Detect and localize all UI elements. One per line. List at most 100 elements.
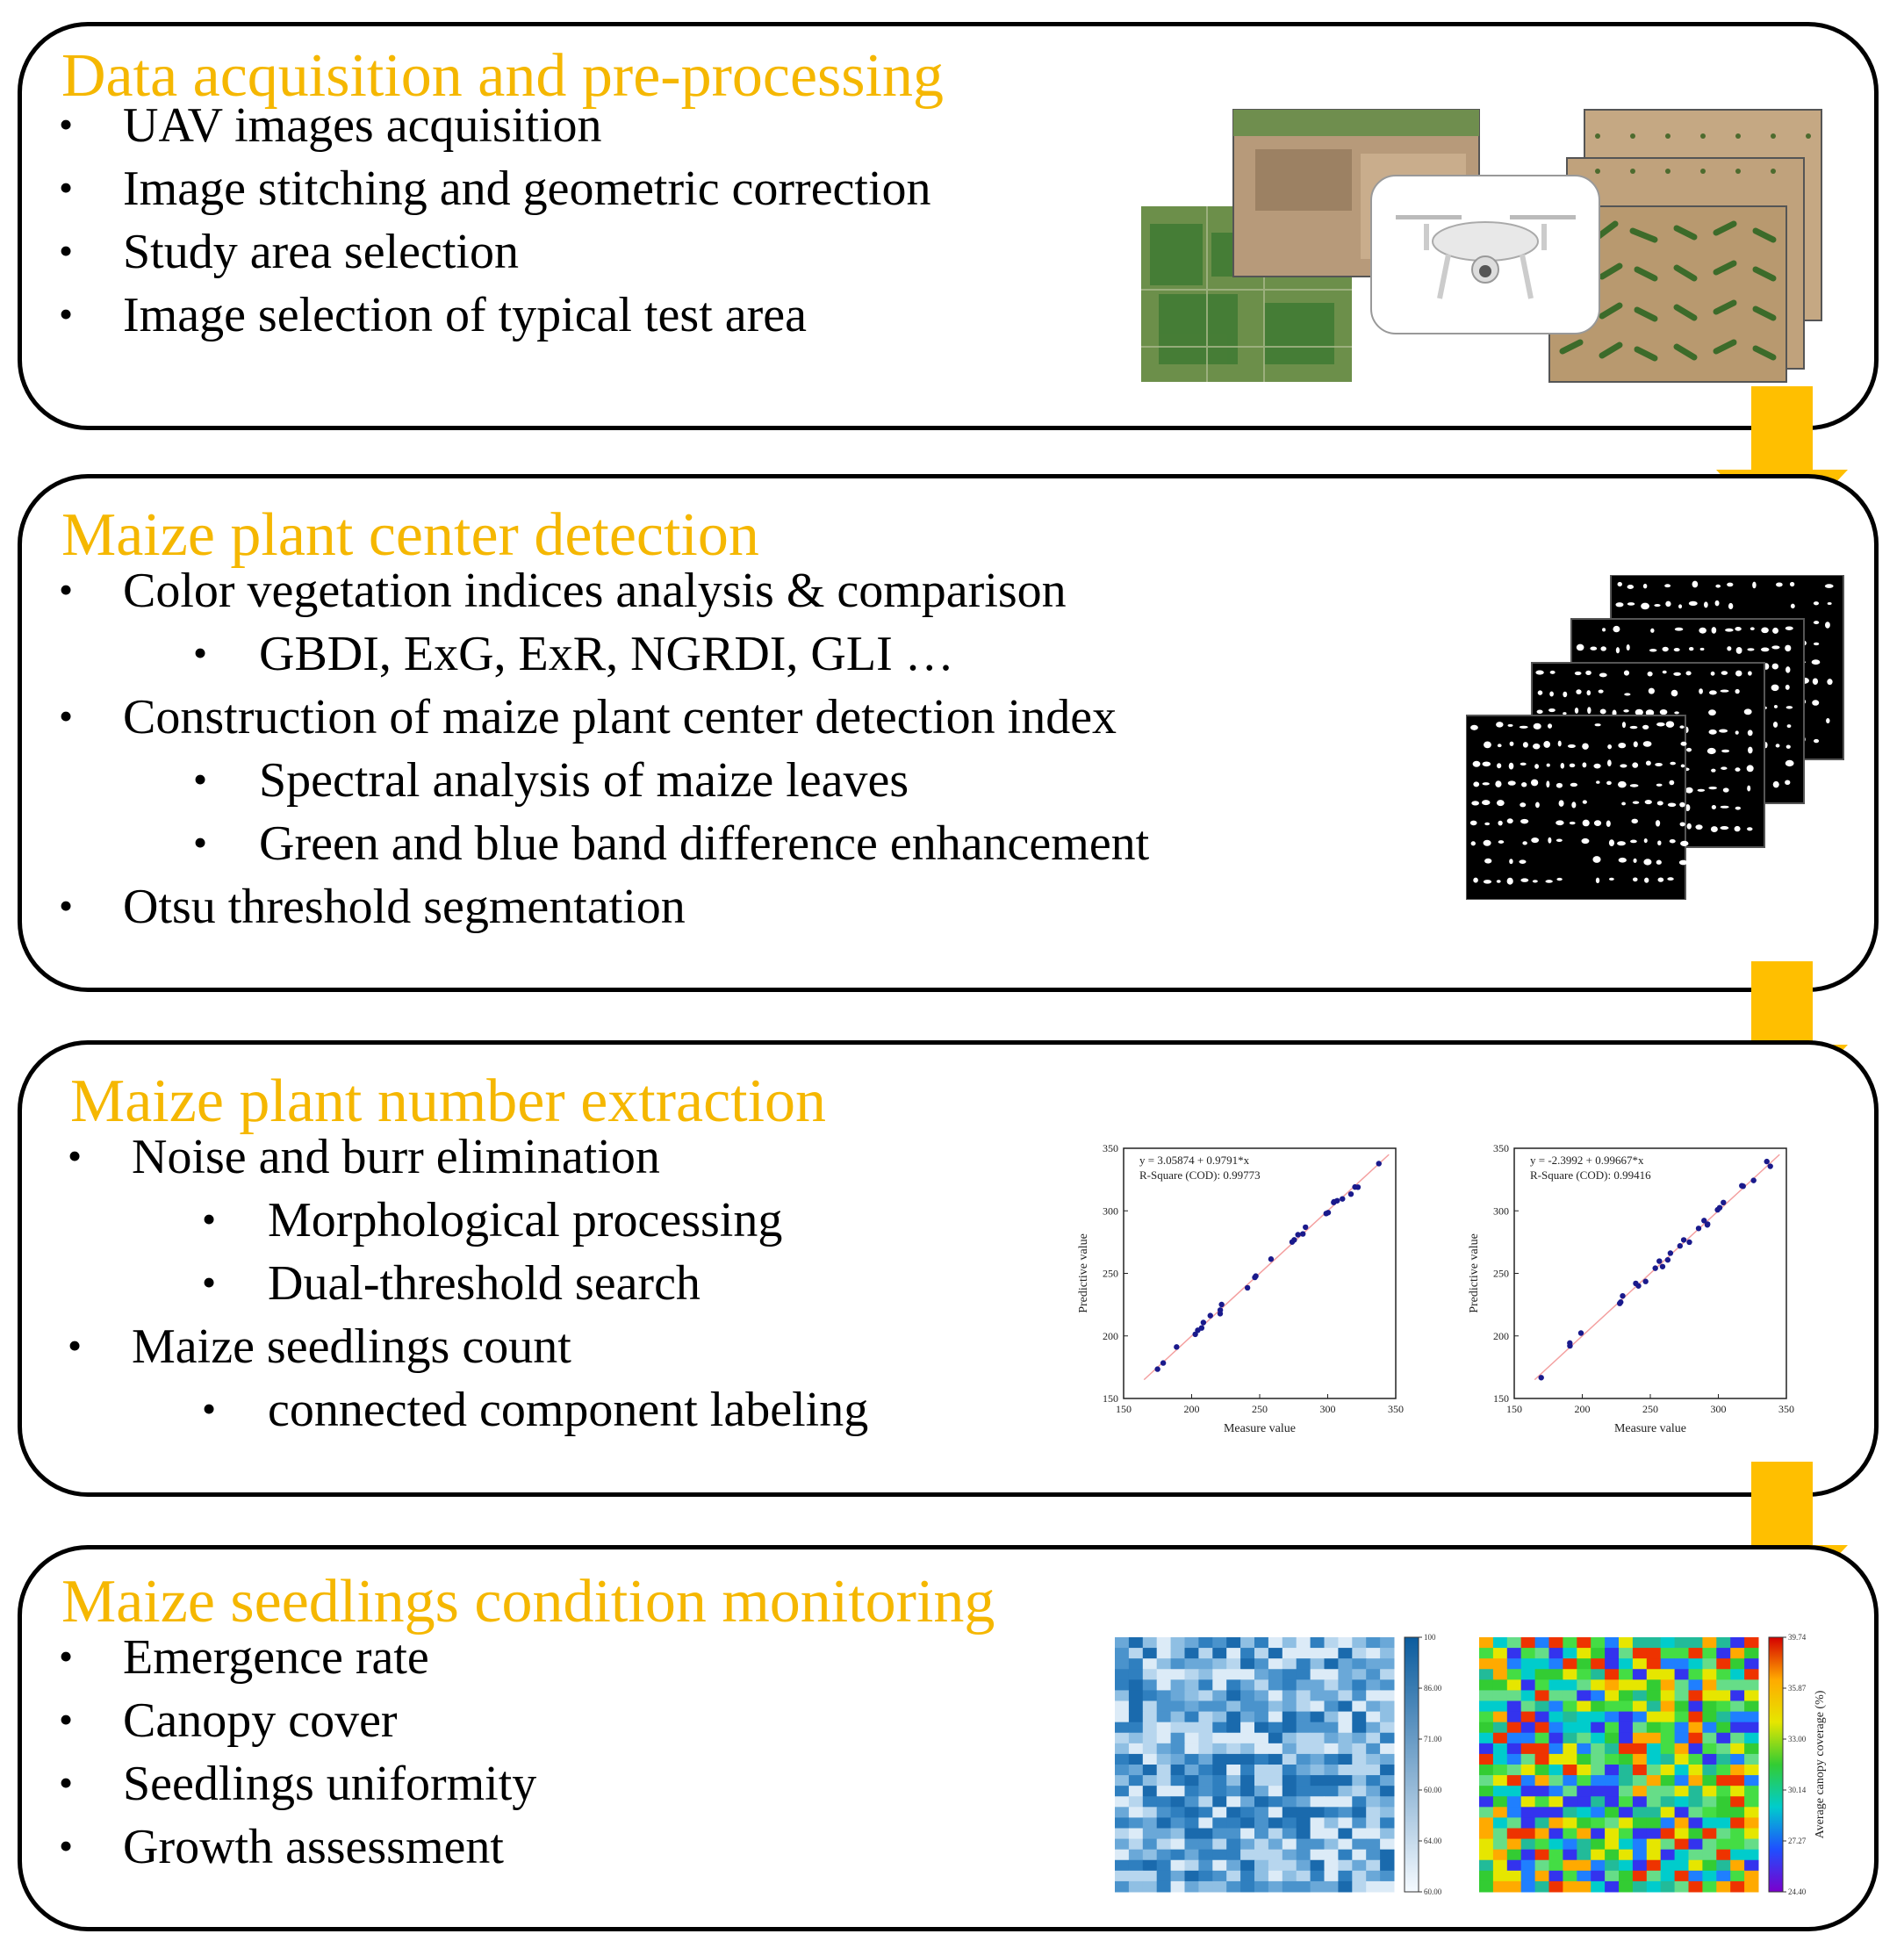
drone-icon (1396, 215, 1576, 299)
x-tick-label: 350 (1778, 1403, 1794, 1415)
scatter-point (1656, 1258, 1663, 1264)
scatter-point (1174, 1344, 1180, 1350)
scatter-point (1652, 1265, 1658, 1271)
colorbar-tick-label: 86.00 (1424, 1684, 1442, 1693)
scatter-point (1198, 1325, 1205, 1331)
scatter-point (1295, 1232, 1301, 1238)
regression-equation: y = 3.05874 + 0.9791*x (1139, 1154, 1250, 1167)
bullet-item: Canopy cover (123, 1693, 398, 1748)
y-tick-label: 300 (1493, 1204, 1509, 1217)
scatter-point (1299, 1231, 1306, 1237)
bullet-icon: • (202, 1386, 217, 1431)
scatter-point (1325, 1210, 1332, 1216)
panel-title: Maize seedlings condition monitoring (61, 1568, 995, 1635)
y-axis-label: Predictive value (1077, 1233, 1090, 1313)
bullet-icon: • (59, 1634, 74, 1679)
scatter-point (1160, 1360, 1167, 1366)
scatter-point (1218, 1301, 1225, 1308)
bullet-icon: • (193, 757, 208, 802)
colorbar-tick-label: 33.00 (1788, 1735, 1807, 1743)
scatter-point (1701, 1218, 1707, 1224)
y-tick-label: 150 (1103, 1392, 1118, 1405)
y-tick-label: 300 (1103, 1204, 1118, 1217)
bullet-icon: • (193, 820, 208, 865)
bullet-item: Maize seedlings count (132, 1319, 571, 1374)
r-square-label: R-Square (COD): 0.99773 (1139, 1168, 1261, 1182)
scatter-point (1616, 1300, 1623, 1306)
x-tick-label: 150 (1116, 1403, 1132, 1415)
bullet-item: Color vegetation indices analysis & comp… (123, 564, 1067, 618)
bullet-icon: • (59, 1697, 74, 1742)
scatter-point (1664, 1256, 1671, 1263)
scatter-point (1739, 1183, 1745, 1189)
scatter-point (1716, 1204, 1723, 1211)
bullet-icon: • (59, 1823, 74, 1868)
bullet-icon: • (59, 291, 74, 336)
scatter-point (1200, 1319, 1207, 1326)
colorbar-tick-label: 100 (1424, 1633, 1436, 1642)
bullet-icon: • (59, 102, 74, 147)
bullet-item: Image stitching and geometric correction (123, 162, 931, 216)
sub-bullet-item: Spectral analysis of maize leaves (259, 753, 909, 808)
scatter-point (1538, 1375, 1544, 1381)
colorbar-tick-label: 60.00 (1424, 1786, 1442, 1794)
panel-number-extraction: Maize plant number extraction • Noise and… (18, 1040, 1879, 1497)
colorbar-tick-label: 39.74 (1788, 1633, 1807, 1642)
bullet-item: Image selection of typical test area (123, 288, 807, 342)
bullet-icon: • (59, 567, 74, 612)
scatter-point (1620, 1292, 1626, 1299)
bullet-icon: • (59, 883, 74, 928)
colorbar-tick-label: 64.00 (1424, 1837, 1442, 1845)
colorbar-tick-label: 27.27 (1788, 1837, 1807, 1845)
bullet-item: UAV images acquisition (123, 98, 602, 153)
panel-title: Maize plant center detection (61, 501, 759, 569)
r-square-label: R-Square (COD): 0.99416 (1530, 1168, 1651, 1182)
bullet-icon: • (202, 1197, 217, 1241)
scatter-point (1705, 1221, 1711, 1227)
scatter-point (1244, 1284, 1251, 1291)
scatter-point (1252, 1274, 1258, 1281)
binary-images-figure (1465, 574, 1844, 901)
sub-bullet-item: Green and blue band difference enhanceme… (259, 816, 1150, 871)
scatter-point (1680, 1237, 1687, 1243)
bullet-icon: • (59, 1760, 74, 1805)
colorbar-tick-label: 24.40 (1788, 1887, 1807, 1896)
scatter-point (1207, 1312, 1213, 1319)
y-tick-label: 250 (1493, 1268, 1509, 1280)
bullet-item: Noise and burr elimination (132, 1130, 660, 1184)
x-axis-label: Measure value (1614, 1422, 1686, 1435)
bullet-icon: • (59, 165, 74, 210)
scatter-point (1667, 1250, 1674, 1256)
y-tick-label: 250 (1103, 1268, 1118, 1280)
colorbar-tick-label: 35.87 (1788, 1684, 1807, 1693)
x-tick-label: 300 (1320, 1403, 1336, 1415)
x-tick-label: 250 (1642, 1403, 1658, 1415)
colorbar-label: Average canopy coverage (%) (1814, 1690, 1827, 1838)
scatter-point (1347, 1190, 1354, 1197)
scatter-point (1677, 1243, 1684, 1249)
bullet-item: Study area selection (123, 225, 519, 279)
bullet-icon: • (68, 1133, 83, 1178)
bullet-item: Emergence rate (123, 1630, 429, 1685)
y-tick-label: 350 (1103, 1142, 1118, 1154)
scatter-point (1154, 1366, 1160, 1372)
scatter-point (1750, 1177, 1757, 1183)
sub-bullet-item: connected component labeling (268, 1383, 869, 1437)
sub-bullet-item: GBDI, ExG, ExR, NGRDI, GLI … (259, 627, 954, 681)
scatter-point (1291, 1237, 1297, 1243)
bullet-item: Seedlings uniformity (123, 1757, 537, 1811)
scatter-point (1764, 1158, 1770, 1165)
colorbar-tick-label: 30.14 (1788, 1786, 1807, 1794)
x-axis-label: Measure value (1224, 1422, 1296, 1435)
scatter-point (1577, 1330, 1584, 1336)
y-tick-label: 200 (1493, 1330, 1509, 1342)
panel-condition-monitoring: Maize seedlings condition monitoring • Em… (18, 1545, 1879, 1931)
panel-title: Maize plant number extraction (70, 1068, 827, 1135)
bullet-icon: • (202, 1260, 217, 1305)
x-tick-label: 150 (1506, 1403, 1522, 1415)
scatter-point (1659, 1263, 1666, 1269)
scatter-point (1567, 1342, 1573, 1349)
scatter-point (1376, 1161, 1382, 1167)
